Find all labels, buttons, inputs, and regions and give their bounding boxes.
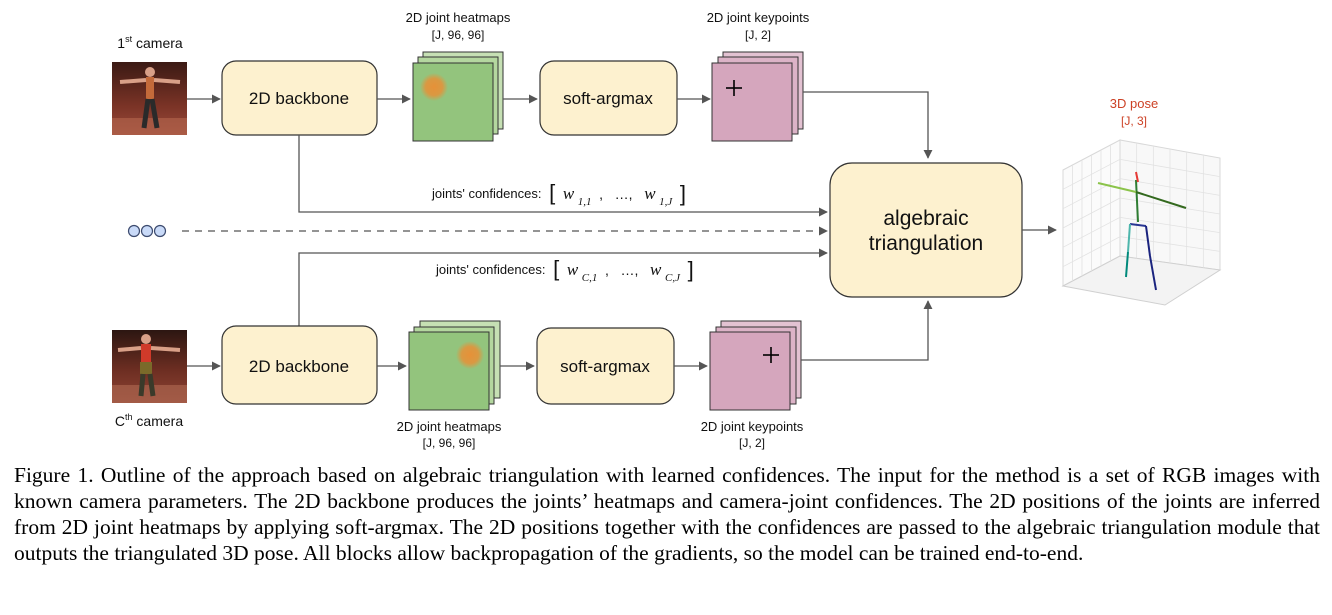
heatmaps-stack-bottom [408,320,501,411]
backbone-label-top: 2D backbone [249,89,349,108]
triangulation-block [829,162,1023,298]
confidences-top: joints' confidences: [ w 1,1 , …, w 1,J … [431,180,686,208]
heatmaps-shape-bottom: [J, 96, 96] [423,436,476,450]
heatmap-hotspot-top [420,73,448,101]
keypoint-cross-icon-bottom [763,347,779,363]
softargmax-label-bottom: soft-argmax [560,357,650,376]
camera-label-last: Cth camera [115,412,183,429]
softargmax-label-top: soft-argmax [563,89,653,108]
keypoints-title-top: 2D joint keypoints [707,10,810,25]
grid-line [1062,236,1121,268]
camera-image-first [112,62,187,135]
pose-3d-plot [1061,139,1222,306]
backbone-block-bottom [221,325,378,405]
heatmap-hotspot-bottom [456,341,484,369]
confidences-bottom: joints' confidences: [ w C,1 , …, w C,J … [435,256,694,284]
heatmaps-title-bottom: 2D joint heatmaps [397,419,502,434]
camera-label-first: 1st camera [117,34,183,51]
heatmaps-title-top: 2D joint heatmaps [406,10,511,25]
output-shape: [J, 3] [1121,114,1147,128]
figure-caption: Figure 1. Outline of the approach based … [14,463,1320,565]
output-title: 3D pose [1110,96,1158,111]
more-cameras-dots [127,224,167,238]
heatmaps-stack-top [412,51,504,142]
keypoints-stack-top [711,51,804,142]
keypoint-cross-icon-top [726,80,742,96]
triangulation-label-line2: triangulation [869,232,983,255]
heatmaps-shape-top: [J, 96, 96] [432,28,485,42]
keypoints-stack-bottom [709,320,802,411]
pipeline-diagram: 1st camera 2D backbone 2D joint heatmaps… [112,10,1222,450]
keypoints-title-bottom: 2D joint keypoints [701,419,804,434]
grid-line [1119,236,1221,252]
keypoints-shape-bottom: [J, 2] [739,436,765,450]
softargmax-block-top [539,60,678,136]
backbone-label-bottom: 2D backbone [249,357,349,376]
triangulation-label-line1: algebraic [883,207,968,230]
camera-image-last [112,330,187,403]
keypoints-shape-top: [J, 2] [745,28,771,42]
